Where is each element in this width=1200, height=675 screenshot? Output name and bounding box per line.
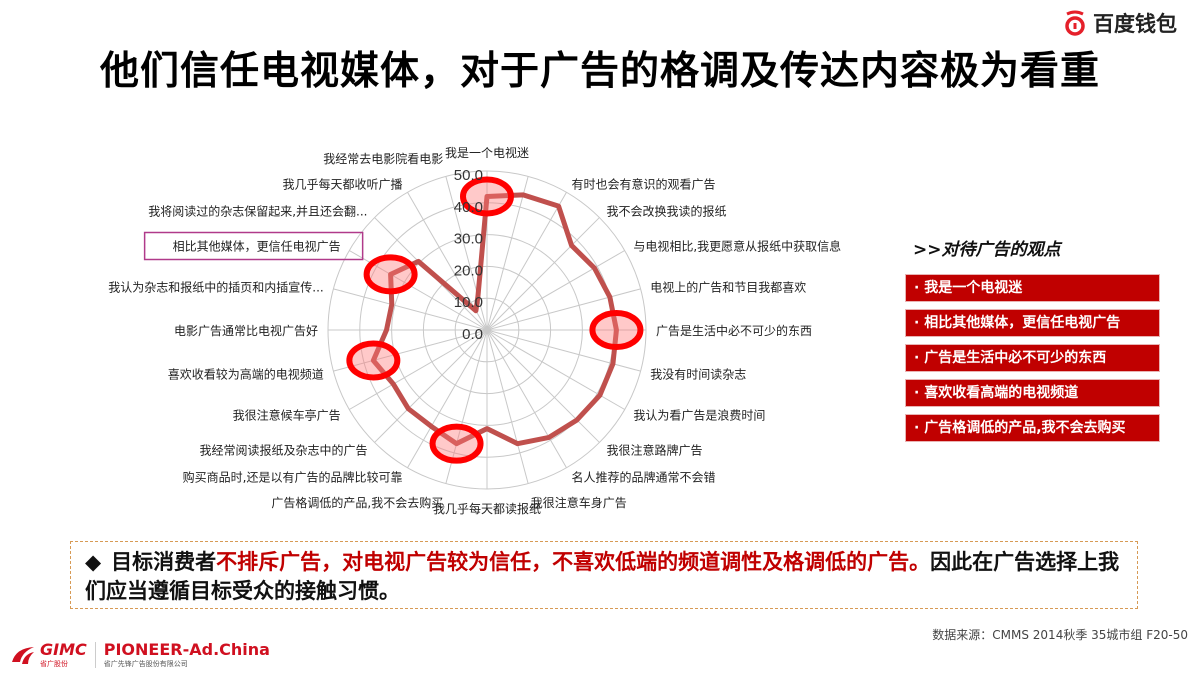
category-label: 我认为杂志和报纸中的插页和内插宣传... bbox=[108, 279, 323, 294]
viewpoint-item: 喜欢收看高端的电视频道 bbox=[905, 379, 1160, 407]
panel-title: >>对待广告的观点 bbox=[913, 240, 1061, 260]
category-label: 电影广告通常比电视广告好 bbox=[174, 323, 318, 338]
diamond-bullet-icon: ◆ bbox=[85, 550, 102, 574]
gimc-logo: GIMC 省广股份 bbox=[10, 640, 87, 669]
category-label: 名人推荐的品牌通常不会错 bbox=[572, 469, 716, 484]
grid-spoke bbox=[486, 288, 641, 331]
divider bbox=[94, 641, 96, 668]
highlight-circle bbox=[460, 176, 514, 217]
summary-text-highlight: 不排斥广告，对电视广告较为信任，不喜欢低端的频道调性及格调低的广告。 bbox=[216, 550, 931, 574]
grid-spoke bbox=[486, 192, 567, 331]
category-label: 我经常去电影院看电影 bbox=[323, 152, 443, 166]
grid-spoke bbox=[374, 329, 488, 443]
category-label: 我几乎每天都读报纸 bbox=[433, 501, 541, 516]
category-label: 相比其他媒体，更信任电视广告 bbox=[173, 239, 341, 254]
grid-spoke bbox=[486, 176, 529, 331]
grid-spoke bbox=[486, 329, 529, 484]
grid-spoke bbox=[349, 329, 488, 410]
grid-spoke bbox=[486, 217, 600, 331]
tick-label: 50.0 bbox=[454, 167, 483, 184]
category-label: 与电视相比,我更愿意从报纸中获取信息 bbox=[633, 239, 841, 254]
highlight-circle bbox=[363, 254, 418, 295]
grid-spoke bbox=[486, 329, 567, 468]
grid-spoke bbox=[333, 288, 488, 331]
grid-spoke bbox=[486, 250, 625, 331]
category-label: 我经常阅读报纸及杂志中的广告 bbox=[199, 443, 367, 458]
category-label: 广告是生活中必不可少的东西 bbox=[656, 323, 812, 338]
viewpoint-item: 我是一个电视迷 bbox=[905, 274, 1160, 302]
brand-name: 百度钱包 bbox=[1093, 12, 1177, 36]
viewpoint-item: 广告格调低的产品,我不会去购买 bbox=[905, 414, 1160, 442]
grid-spoke bbox=[407, 329, 488, 468]
data-source: 数据来源：CMMS 2014秋季 35城市组 F20-50 bbox=[932, 628, 1188, 642]
category-label: 我将阅读过的杂志保留起来,并且还会翻... bbox=[148, 203, 367, 218]
summary-text-1: 目标消费者 bbox=[111, 550, 217, 574]
pioneer-name: PIONEER-Ad.China bbox=[103, 640, 270, 659]
gimc-sub: 省广股份 bbox=[40, 660, 68, 668]
data-series-line bbox=[370, 192, 619, 447]
category-label: 我很注意车身广告 bbox=[531, 495, 627, 510]
tick-label: 40.0 bbox=[454, 199, 483, 216]
viewpoint-item: 相比其他媒体，更信任电视广告 bbox=[905, 309, 1160, 337]
page-title: 他们信任电视媒体，对于广告的格调及传达内容极为看重 bbox=[99, 49, 1100, 94]
category-label: 我是一个电视迷 bbox=[445, 145, 529, 160]
footer-logos: GIMC 省广股份 PIONEER-Ad.China 省广先锋广告股份有限公司 bbox=[10, 640, 270, 669]
grid-spoke bbox=[445, 176, 488, 331]
viewpoints-panel: >>对待广告的观点 我是一个电视迷 相比其他媒体，更信任电视广告 广告是生活中必… bbox=[905, 235, 1160, 449]
pioneer-logo: PIONEER-Ad.China 省广先锋广告股份有限公司 bbox=[104, 640, 270, 669]
highlight-circle bbox=[589, 310, 644, 350]
summary-text-2: 因此在广告选择上我们应当遵循目标受众的接触习惯。 bbox=[85, 550, 1120, 603]
category-label: 喜欢收看较为高端的电视频道 bbox=[168, 367, 324, 382]
highlight-circle bbox=[429, 423, 484, 464]
viewpoint-item: 广告是生活中必不可少的东西 bbox=[905, 344, 1160, 372]
summary-box: ◆ 目标消费者不排斥广告，对电视广告较为信任，不喜欢低端的频道调性及格调低的广告。… bbox=[70, 541, 1138, 609]
category-label: 我没有时间读杂志 bbox=[650, 367, 746, 382]
category-label: 有时也会有意识的观看广告 bbox=[572, 177, 716, 192]
category-label-box bbox=[143, 231, 364, 261]
tick-label: 30.0 bbox=[454, 231, 483, 248]
baidu-wallet-logo-icon bbox=[1065, 10, 1085, 36]
grid-spoke bbox=[333, 329, 488, 372]
tick-label: 10.0 bbox=[454, 294, 483, 311]
category-label: 我不会改换我读的报纸 bbox=[607, 203, 727, 218]
tick-label: 20.0 bbox=[454, 262, 483, 279]
category-label: 购买商品时,还是以有广告的品牌比较可靠 bbox=[183, 469, 403, 484]
pioneer-sub: 省广先锋广告股份有限公司 bbox=[103, 660, 188, 668]
baidu-wallet-logo: 百度钱包 bbox=[1063, 8, 1177, 38]
grid-spoke bbox=[486, 329, 600, 443]
gimc-name: GIMC bbox=[40, 640, 87, 659]
highlight-circle bbox=[346, 340, 401, 381]
category-label: 我很注意路牌广告 bbox=[607, 443, 703, 458]
category-label: 我认为看广告是浪费时间 bbox=[633, 408, 765, 423]
gimc-logo-icon bbox=[12, 646, 34, 664]
category-label: 广告格调低的产品,我不会去购买 bbox=[271, 495, 443, 510]
category-label: 我几乎每天都收听广播 bbox=[282, 177, 402, 192]
tick-label: 0.0 bbox=[462, 326, 483, 343]
category-label: 电视上的广告和节目我都喜欢 bbox=[650, 279, 806, 294]
category-label: 我很注意候车亭广告 bbox=[233, 408, 341, 423]
